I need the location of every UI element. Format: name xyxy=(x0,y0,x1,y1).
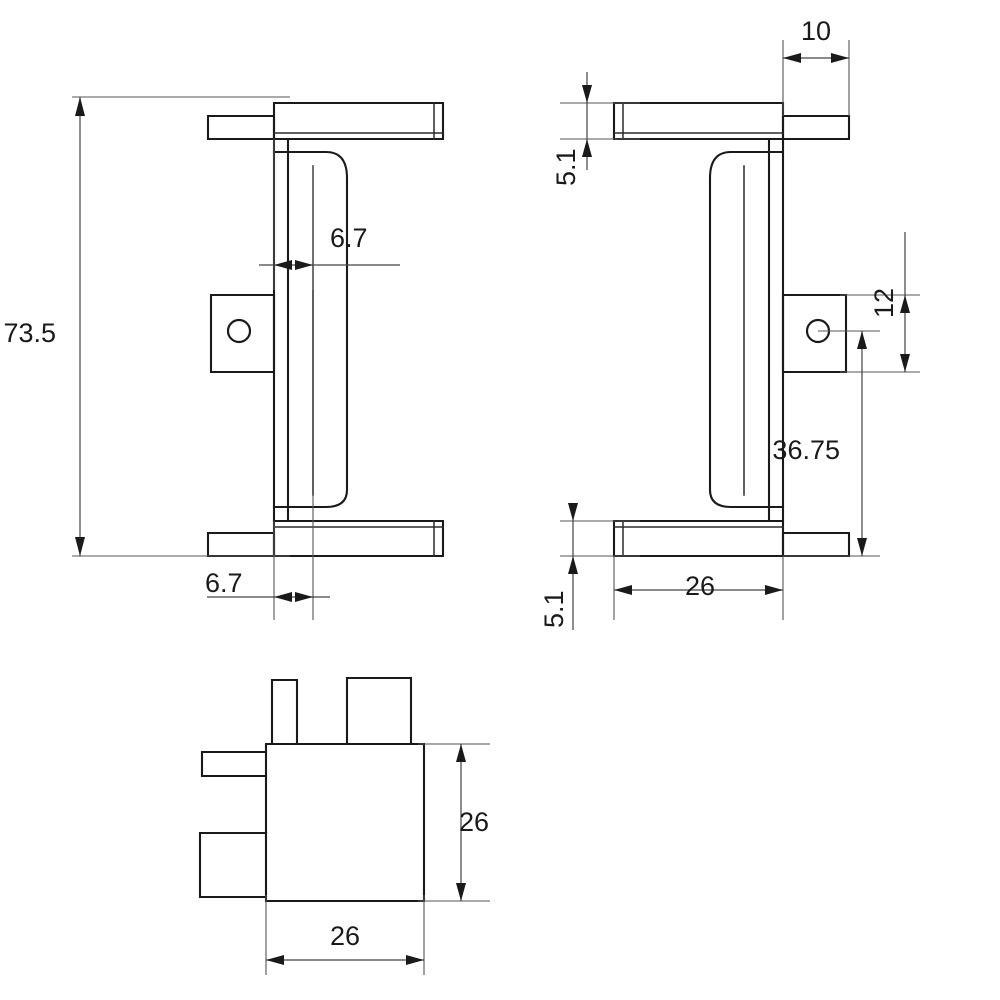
front-view: 73.5 6.7 6.7 xyxy=(3,96,445,620)
side-view-inner-profile xyxy=(708,150,745,509)
top-view: 26 26 xyxy=(198,676,490,975)
top-view-left-tabs xyxy=(198,750,268,899)
dimension-web-6-7-bottom: 6.7 xyxy=(205,495,330,620)
dimension-hole-12: 12 xyxy=(840,232,920,373)
dimension-label-6-7-top: 6.7 xyxy=(330,223,368,253)
dimension-label-12: 12 xyxy=(869,288,899,318)
side-view-bottom-flange xyxy=(612,519,851,558)
mounting-hole xyxy=(226,318,252,344)
dimension-flange-5-1-top: 5.1 xyxy=(551,72,640,186)
side-view-top-flange xyxy=(612,101,851,141)
dimension-label-5-1-bottom: 5.1 xyxy=(539,590,569,628)
dimension-height-73-5: 73.5 xyxy=(3,96,290,557)
dimension-label-10: 10 xyxy=(801,16,831,46)
dimension-label-5-1-top: 5.1 xyxy=(551,148,581,186)
dimension-label-26-side: 26 xyxy=(685,571,715,601)
dimension-tab-10: 10 xyxy=(782,16,850,116)
front-view-web xyxy=(272,137,320,523)
top-view-body xyxy=(264,742,426,903)
dimension-web-6-7-top: 6.7 xyxy=(259,139,400,290)
front-view-top-flange xyxy=(206,101,445,141)
dimension-hole-center-36-75: 36.75 xyxy=(772,330,880,557)
dimension-top-26-horizontal: 26 xyxy=(265,895,425,975)
top-view-upper-tabs xyxy=(270,676,413,746)
dimension-label-26-top-horizontal: 26 xyxy=(330,921,360,951)
side-view-mount-tab xyxy=(781,293,848,374)
front-view-bottom-flange xyxy=(206,519,445,558)
dimension-flange-5-1-bottom: 5.1 xyxy=(539,503,640,630)
dimension-label-26-top-vertical: 26 xyxy=(459,807,489,837)
dimension-flange-26: 26 xyxy=(613,556,784,620)
dimension-label-36-75: 36.75 xyxy=(772,435,840,465)
front-view-mount-tab xyxy=(209,293,276,374)
side-view: 10 5.1 5.1 12 xyxy=(539,16,920,630)
dimension-top-26-vertical: 26 xyxy=(418,743,490,902)
front-view-inner-profile xyxy=(312,150,349,509)
dimension-label-73-5: 73.5 xyxy=(3,318,56,348)
dimension-label-6-7-bottom: 6.7 xyxy=(205,568,243,598)
